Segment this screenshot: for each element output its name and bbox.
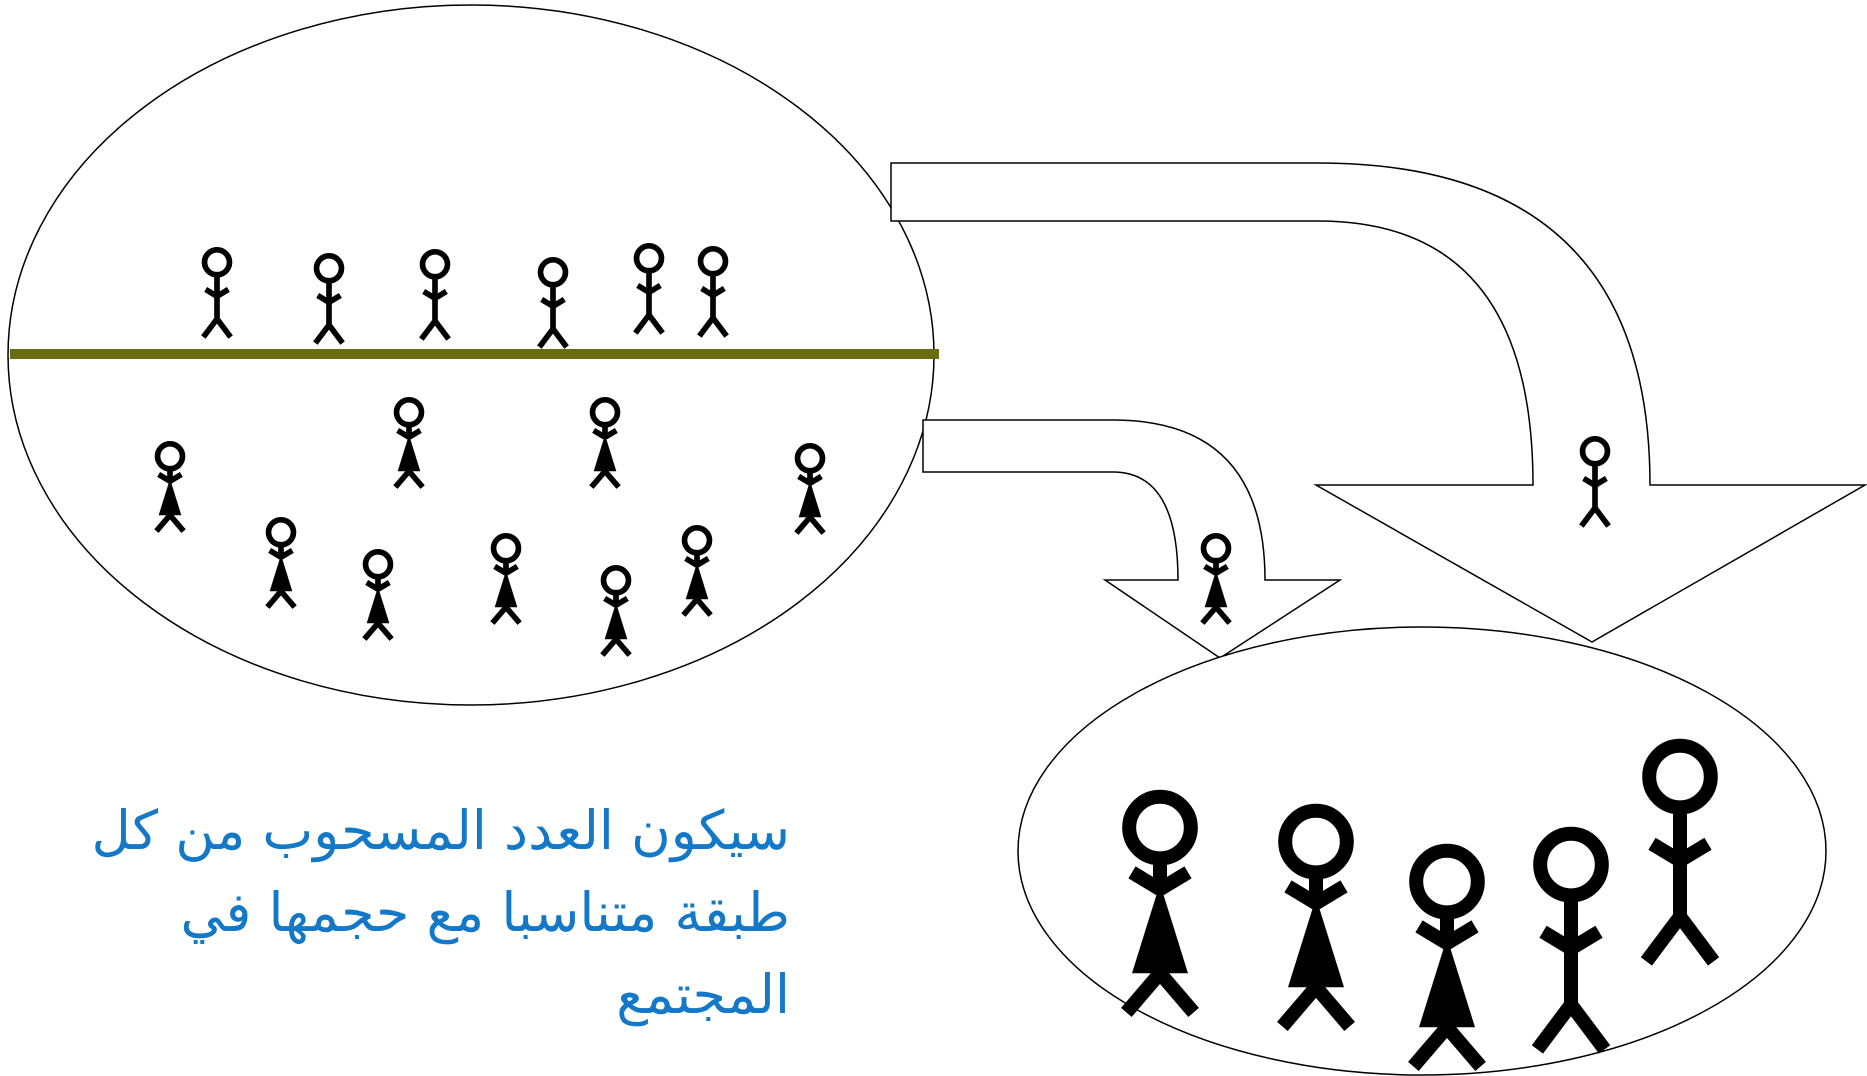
caption-line-2: طبقة متناسبا مع حجمها في [180, 881, 790, 944]
caption-text: سيكون العدد المسحوب من كل طبقة متناسبا م… [20, 790, 790, 1036]
caption-line-1: سيكون العدد المسحوب من كل [91, 799, 790, 862]
male-sampling-arrow [890, 162, 1867, 643]
sample-ellipse [1017, 626, 1827, 1076]
caption-line-3: المجتمع [616, 963, 790, 1026]
female-sampling-arrow [922, 419, 1343, 659]
